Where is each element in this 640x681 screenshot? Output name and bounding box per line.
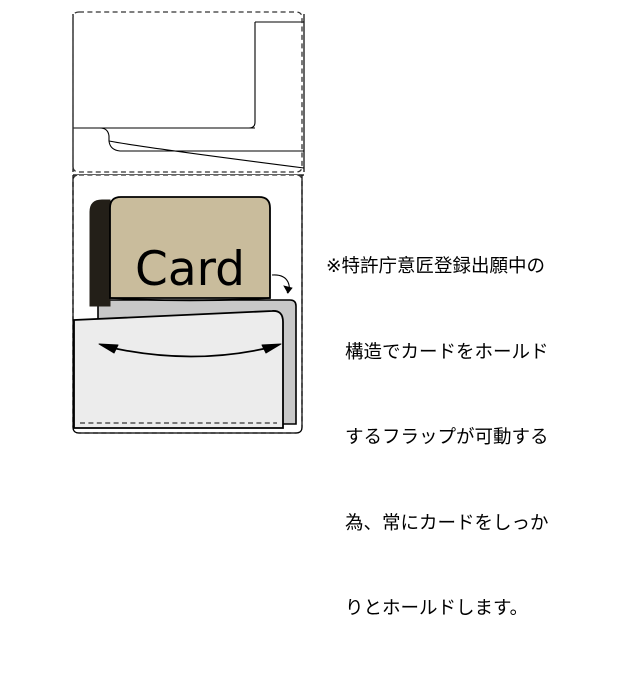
upper-inner-right-edge [248,22,256,129]
lower-body-solid-outline [72,175,303,434]
upper-compartment [72,14,305,172]
wallet-diagram: Card [72,11,305,434]
card-bottom-edge [109,297,271,302]
motion-arrowhead-left [98,343,119,354]
motion-arrowhead-right [261,343,282,354]
flap-hook-left [92,127,304,152]
note-line-2: 構造でカードをホールド [345,341,549,363]
illustration-canvas: Card ※特許庁意匠登録出願中の 構造でカードをホールド するフラップが可動す… [72,11,549,619]
card: Card [109,196,271,299]
note-line-5: りとホールドします。 [345,598,529,619]
hook-arrowhead [283,285,293,294]
note-line-1: ※特許庁意匠登録出願中の [326,256,546,277]
upper-body-dashed-outline [72,11,303,173]
annotation-note: ※特許庁意匠登録出願中の 構造でカードをホールド するフラップが可動する 為、常… [326,196,576,681]
note-line-3: するフラップが可動する [345,427,549,448]
card-edge-thickness [89,199,111,307]
upper-flap-curve [92,127,305,169]
card-label: Card [135,242,245,297]
motion-arrow-curve [103,345,277,358]
card-face [109,196,271,299]
movable-flap [73,310,284,429]
flap-slant [108,140,305,169]
note-line-4: 為、常にカードをしっか [345,512,549,534]
motion-arrow [98,343,282,358]
pocket-hook-detail [271,274,293,294]
